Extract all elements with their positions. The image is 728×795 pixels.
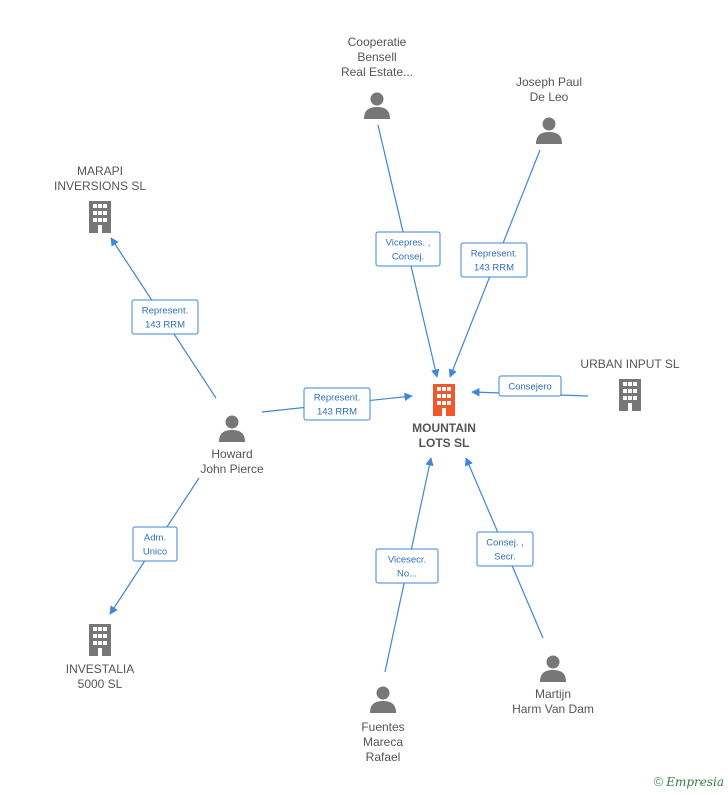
edge-howard-to-investalia: Adm. Unico: [109, 477, 200, 615]
node-label: Mareca: [363, 735, 403, 749]
edge-howard-to-marapi: Represent. 143 RRM: [110, 237, 217, 399]
edge-label-text: 143 RRM: [317, 407, 357, 418]
node-label: 5000 SL: [78, 677, 123, 691]
node-label: Martijn: [535, 687, 571, 701]
edge-label-text: Consej.: [392, 252, 424, 263]
edge-label-text: Represent.: [471, 249, 517, 260]
edge-label-text: Adm.: [144, 533, 166, 544]
node-label: Howard: [211, 447, 252, 461]
edge-fuentes-to-center: Vicesecr. No...: [375, 457, 439, 673]
node-label: Bensell: [357, 50, 396, 64]
node-label: Rafael: [366, 750, 401, 764]
edge-martijn-to-center: Consej. , Secr.: [465, 457, 544, 639]
building-icon: [89, 624, 111, 656]
edge-label-text: Unico: [143, 547, 167, 558]
edge-label-box[interactable]: Vicepres. , Consej.: [375, 231, 441, 267]
edge-label-border: [476, 531, 534, 567]
edge-label-text: Consej. ,: [486, 538, 524, 549]
edge-label-text: Consejero: [508, 382, 551, 393]
edge-label-border: [131, 299, 199, 335]
edge-label-border: [375, 231, 441, 267]
edge-label-box[interactable]: Consej. , Secr.: [476, 531, 534, 567]
edge-label-border: [375, 548, 439, 584]
node-label: LOTS SL: [419, 436, 470, 450]
node-label: URBAN INPUT SL: [580, 357, 679, 371]
building-icon: [89, 201, 111, 233]
edge-label-text: 143 RRM: [145, 320, 185, 331]
building-icon: [619, 379, 641, 411]
edge-label-text: No...: [397, 569, 417, 580]
node-urban[interactable]: URBAN INPUT SL: [580, 357, 680, 411]
edge-label-text: Vicesecr.: [388, 555, 426, 566]
brand-logo: Empresia: [666, 775, 724, 789]
edge-label-border: [132, 526, 178, 562]
edge-label-text: Vicepres. ,: [386, 238, 431, 249]
node-label: INVESTALIA: [66, 662, 134, 676]
node-label: INVERSIONS SL: [54, 179, 146, 193]
edge-label-border: [303, 387, 371, 421]
node-label: John Pierce: [200, 462, 264, 476]
copyright-symbol: ©: [653, 774, 664, 789]
edges-layer: Vicepres. ,Consej.Represent.143 RRMRepre…: [109, 124, 589, 673]
node-label: Real Estate...: [341, 65, 413, 79]
edge-label-box[interactable]: Represent. 143 RRM: [303, 387, 371, 421]
person-icon: [370, 686, 396, 713]
node-label: Cooperatie: [348, 35, 407, 49]
edge-label-border: [498, 375, 562, 397]
node-label: MARAPI: [77, 164, 123, 178]
building-icon: [433, 384, 455, 416]
edge-howard-to-center: Represent. 143 RRM: [261, 387, 413, 421]
node-label: Joseph Paul: [516, 75, 582, 89]
edge-label-text: Represent.: [314, 393, 360, 404]
person-icon: [536, 117, 562, 144]
edge-label-text: 143 RRM: [474, 263, 514, 274]
person-icon: [364, 92, 390, 119]
node-label: Harm Van Dam: [512, 702, 594, 716]
edge-label-box[interactable]: Vicesecr. No...: [375, 548, 439, 584]
edge-joseph-to-center: Represent. 143 RRM: [448, 149, 541, 378]
edge-label-text: Secr.: [494, 552, 516, 563]
footer: ©Empresia: [654, 774, 724, 789]
node-label: MOUNTAIN: [412, 421, 476, 435]
edge-label-text: Represent.: [142, 306, 188, 317]
edge-label-box[interactable]: Adm. Unico: [132, 526, 178, 562]
node-label: Fuentes: [361, 720, 404, 734]
edge-urban-to-center: Consejero: [471, 375, 589, 397]
edge-label-box[interactable]: Represent. 143 RRM: [131, 299, 199, 335]
edge-label-box[interactable]: Consejero: [498, 375, 562, 397]
node-label: De Leo: [530, 90, 569, 104]
edge-label-box[interactable]: Represent. 143 RRM: [460, 242, 528, 278]
person-icon: [540, 655, 566, 682]
edge-cooperatie-to-center: Vicepres. , Consej.: [375, 124, 441, 378]
person-icon: [219, 415, 245, 442]
edge-label-border: [460, 242, 528, 278]
